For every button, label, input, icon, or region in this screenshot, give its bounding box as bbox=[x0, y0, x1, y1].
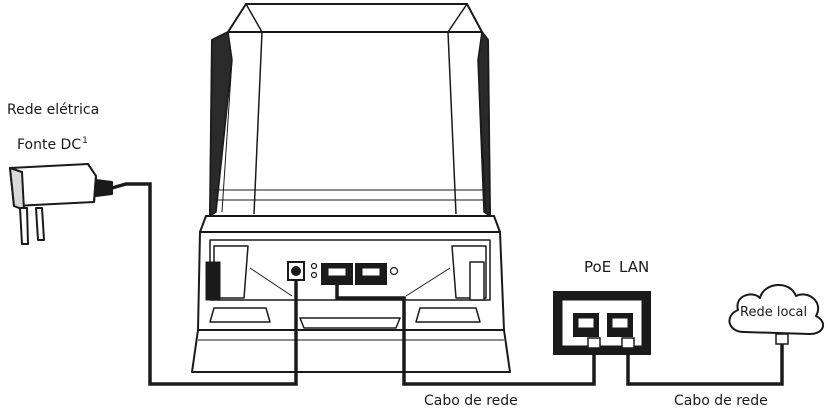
dc-source-label: Fonte DC bbox=[17, 137, 82, 153]
power-adapter-icon bbox=[9, 163, 113, 245]
network-cable-label-1: Cabo de rede bbox=[424, 393, 518, 409]
network-cable-label-2: Cabo de rede bbox=[674, 393, 768, 409]
mains-label: Rede elétrica bbox=[7, 102, 100, 118]
access-point-icon bbox=[191, 3, 511, 373]
dc-jack-icon bbox=[287, 261, 305, 281]
poe-port-label: PoE bbox=[584, 258, 612, 276]
status-leds bbox=[310, 262, 399, 279]
dc-source-footnote: 1 bbox=[82, 136, 88, 146]
lan-port-label: LAN bbox=[619, 258, 650, 276]
cloud-icon bbox=[728, 284, 825, 335]
poe-injector-icon bbox=[553, 291, 651, 355]
dc-source-label-group: Fonte DC1 bbox=[17, 136, 88, 153]
local-network-label: Rede local bbox=[740, 305, 808, 320]
cables bbox=[111, 182, 784, 386]
rj45-connector-icon bbox=[587, 333, 789, 349]
device-rj45-ports bbox=[321, 263, 387, 285]
